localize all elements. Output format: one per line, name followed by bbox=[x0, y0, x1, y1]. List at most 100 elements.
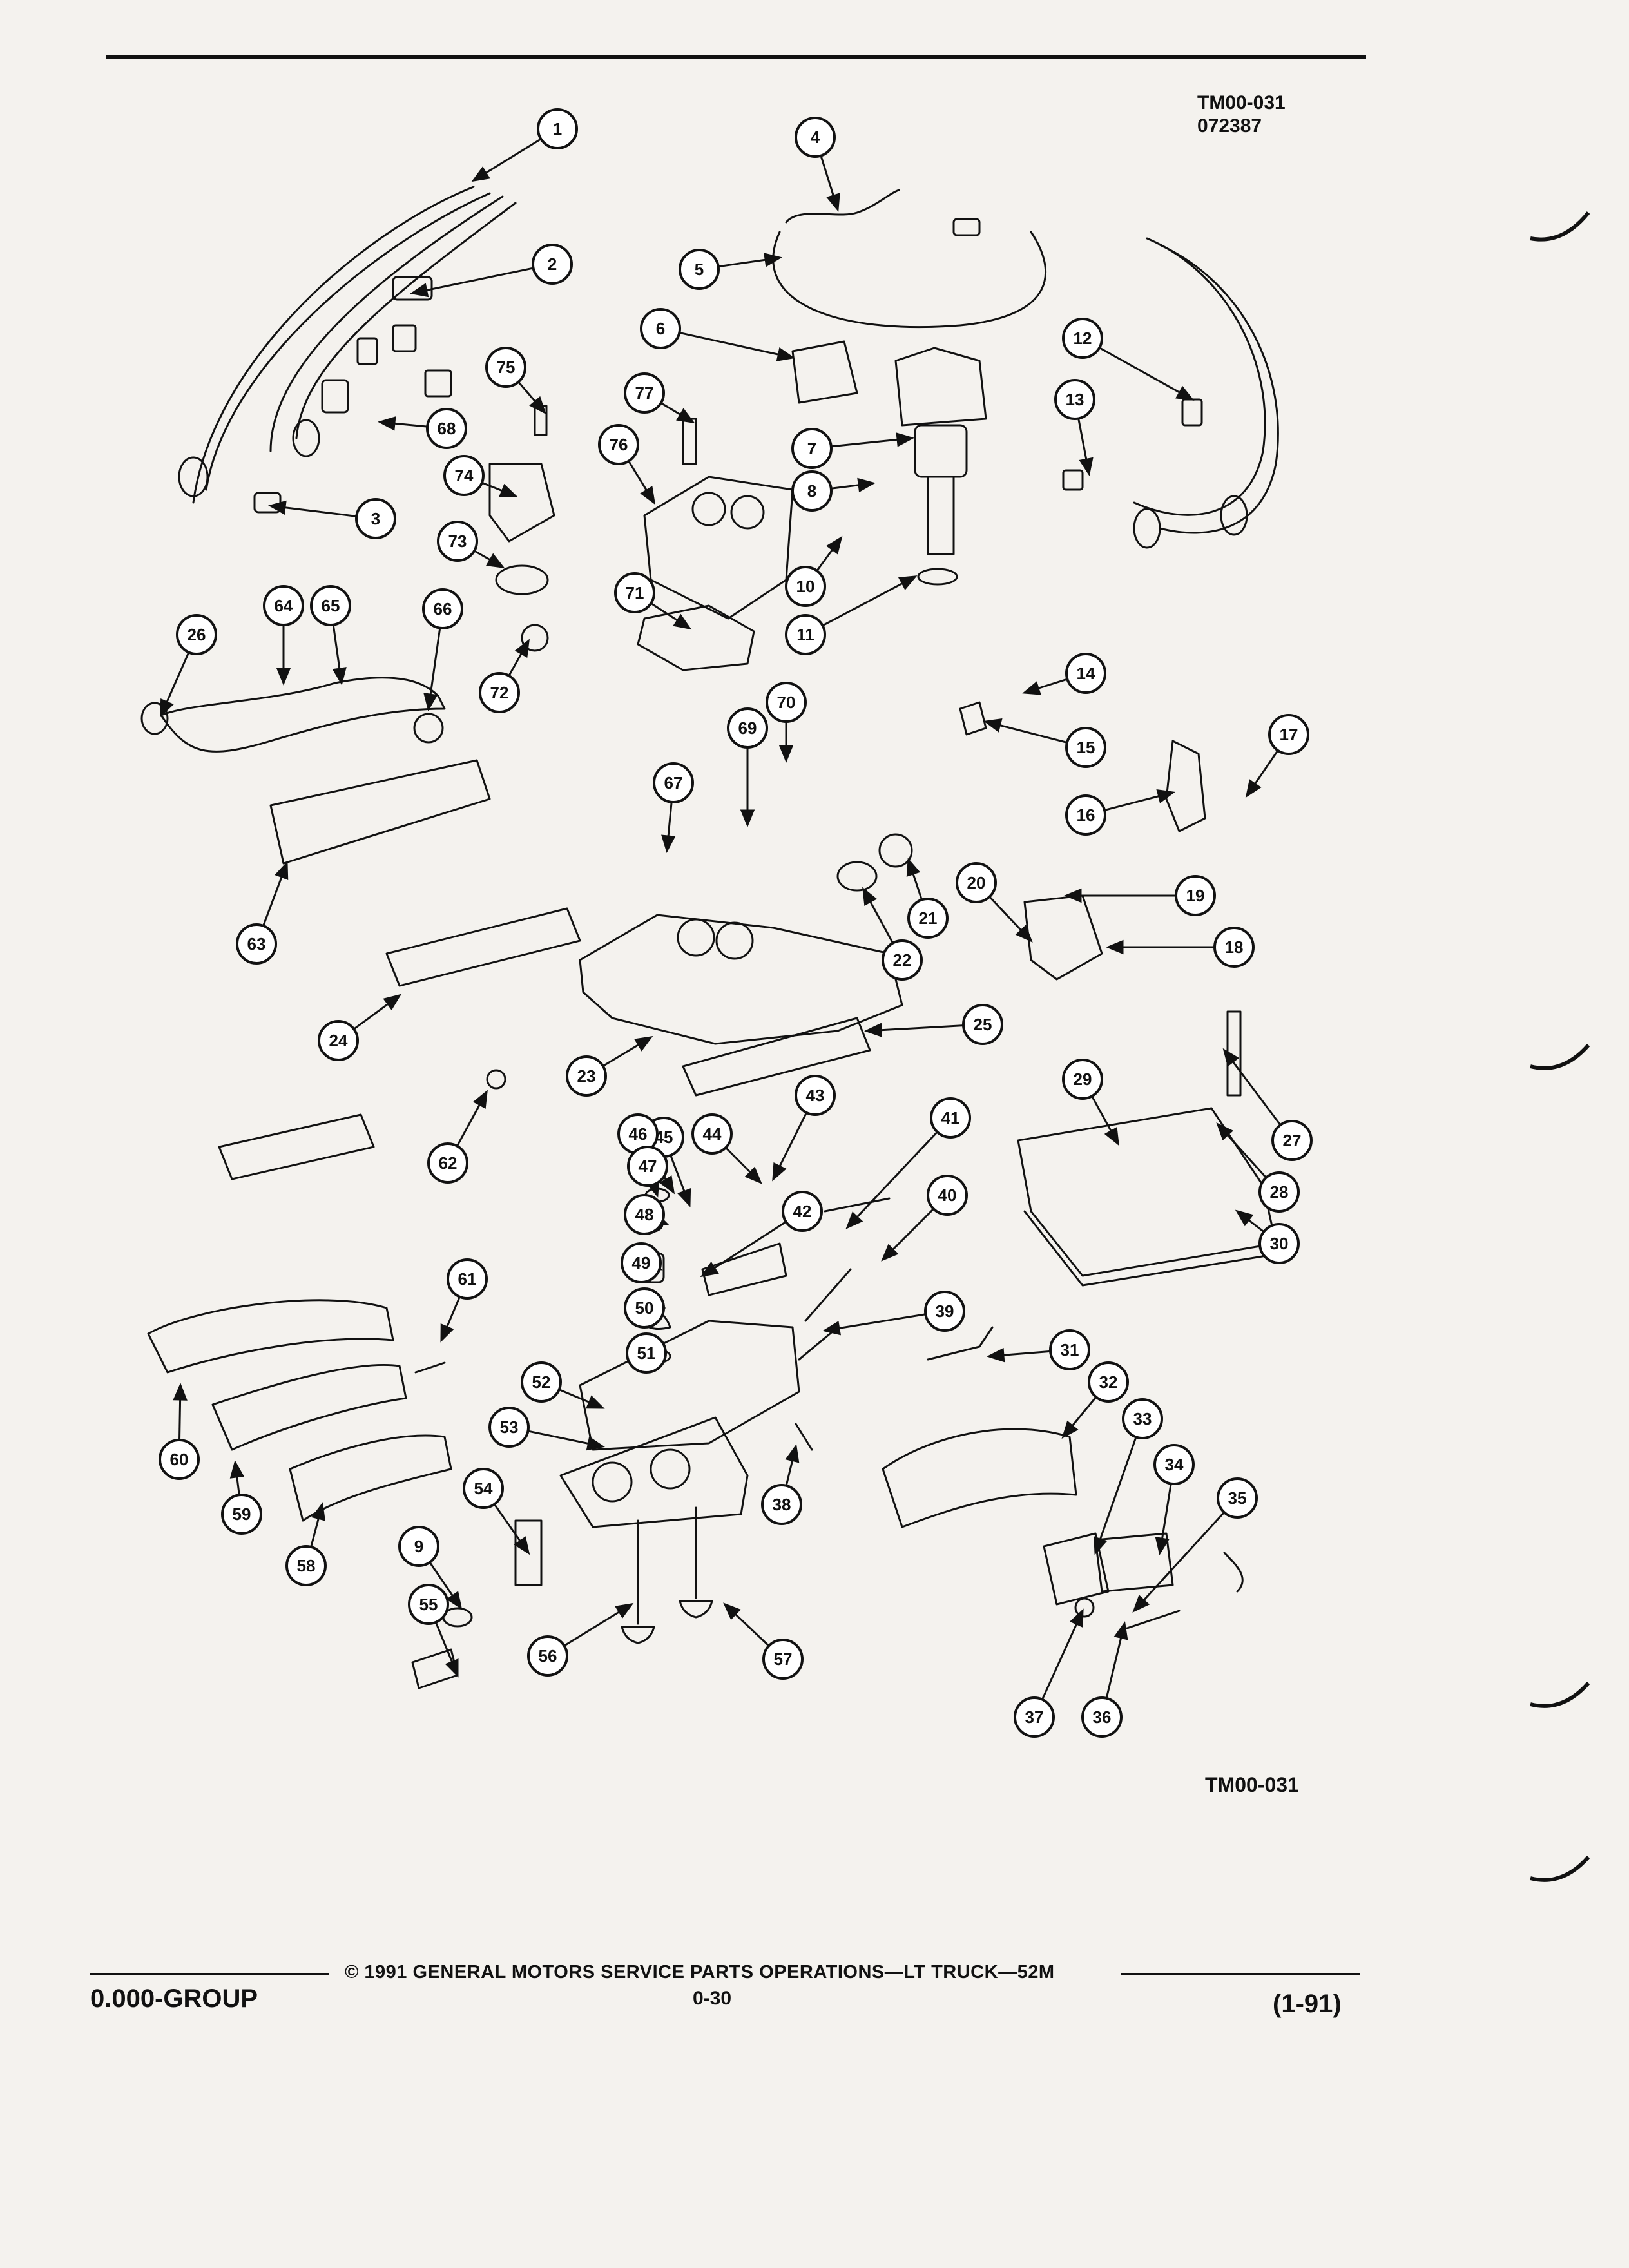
leader-arrow-21 bbox=[906, 858, 921, 877]
callout-number: 39 bbox=[936, 1302, 954, 1321]
callout-number: 57 bbox=[774, 1649, 793, 1669]
distributor-body bbox=[914, 424, 968, 478]
callout-circle bbox=[1217, 1477, 1258, 1519]
callout-36: 36 bbox=[1081, 1696, 1123, 1738]
callout-number: 15 bbox=[1077, 738, 1095, 757]
callout-7: 7 bbox=[791, 428, 833, 469]
callout-9: 9 bbox=[398, 1526, 439, 1567]
callout-44: 44 bbox=[691, 1113, 733, 1155]
leader-arrow-17 bbox=[1245, 779, 1262, 798]
leader-arrow-54 bbox=[514, 1536, 530, 1555]
callout-number: 20 bbox=[967, 873, 986, 892]
callout-number: 36 bbox=[1093, 1707, 1112, 1727]
leader-line-12 bbox=[1099, 347, 1193, 401]
callout-number: 16 bbox=[1077, 805, 1095, 825]
callout-42: 42 bbox=[782, 1191, 823, 1232]
ignition-coil bbox=[791, 340, 858, 404]
callout-number: 5 bbox=[695, 260, 704, 279]
exhaust-manifold-31 bbox=[882, 1428, 1077, 1528]
leader-arrow-53 bbox=[586, 1436, 605, 1451]
intake-gasket-right bbox=[682, 1017, 871, 1097]
exhaust-manifold-59 bbox=[147, 1299, 394, 1374]
callout-number: 37 bbox=[1025, 1707, 1044, 1727]
top-rule bbox=[106, 55, 1366, 59]
leader-arrow-24 bbox=[383, 994, 402, 1010]
leader-arrow-65 bbox=[332, 667, 347, 686]
callout-circle bbox=[927, 1175, 968, 1216]
callout-number: 53 bbox=[500, 1418, 519, 1437]
callout-circle bbox=[640, 308, 681, 349]
callout-11: 11 bbox=[785, 614, 826, 655]
exhaust-manifold-57 bbox=[289, 1434, 452, 1522]
binder-mark-3 bbox=[1530, 1682, 1590, 1708]
callout-number: 27 bbox=[1283, 1131, 1302, 1150]
footer-rule-right bbox=[1121, 1973, 1360, 1975]
callout-number: 64 bbox=[275, 596, 293, 615]
callout-74: 74 bbox=[443, 455, 485, 496]
throttle-bore bbox=[730, 495, 765, 530]
callout-number: 34 bbox=[1165, 1455, 1184, 1474]
footer-revision: (1-91) bbox=[1273, 1990, 1342, 2018]
right-wire-boot bbox=[1133, 508, 1161, 549]
callout-number: 56 bbox=[539, 1646, 557, 1666]
callout-circle bbox=[1065, 653, 1106, 694]
callout-22: 22 bbox=[882, 939, 923, 981]
callout-56: 56 bbox=[527, 1635, 568, 1677]
callout-number: 44 bbox=[703, 1124, 722, 1144]
callout-number: 62 bbox=[439, 1153, 458, 1173]
leader-arrow-71 bbox=[673, 613, 692, 630]
callout-number: 35 bbox=[1228, 1488, 1247, 1508]
callout-circle bbox=[795, 1075, 836, 1116]
fuel-fitting bbox=[413, 713, 444, 744]
callout-53: 53 bbox=[488, 1407, 530, 1448]
callout-number: 2 bbox=[548, 255, 557, 274]
wire-clip bbox=[356, 337, 378, 365]
callout-number: 47 bbox=[639, 1157, 657, 1176]
callout-67: 67 bbox=[653, 762, 694, 803]
callout-circle bbox=[1088, 1361, 1129, 1403]
callout-46: 46 bbox=[617, 1113, 659, 1155]
callout-circle bbox=[882, 939, 923, 981]
leader-arrow-75 bbox=[529, 396, 546, 415]
callout-circle bbox=[1065, 794, 1106, 836]
callout-number: 14 bbox=[1077, 664, 1095, 683]
callout-43: 43 bbox=[795, 1075, 836, 1116]
leader-arrow-9 bbox=[446, 1591, 463, 1610]
thermostat bbox=[521, 624, 549, 652]
callout-55: 55 bbox=[408, 1584, 449, 1625]
egr-valve bbox=[878, 833, 913, 868]
leader-arrow-19 bbox=[1064, 888, 1082, 903]
stud-40 bbox=[824, 1197, 891, 1213]
callout-circle bbox=[1062, 1059, 1103, 1100]
leader-arrow-72 bbox=[514, 639, 530, 658]
fuel-fitting bbox=[140, 702, 169, 735]
valve-cover bbox=[1017, 1107, 1277, 1277]
right-wire-harness-2 bbox=[1159, 244, 1279, 534]
callout-number: 8 bbox=[807, 481, 816, 501]
callout-circle bbox=[785, 566, 826, 607]
leader-line-33 bbox=[1094, 1436, 1137, 1553]
callout-32: 32 bbox=[1088, 1361, 1129, 1403]
leader-arrow-42 bbox=[700, 1261, 719, 1278]
manifold-port bbox=[715, 921, 754, 960]
callout-26: 26 bbox=[176, 614, 217, 655]
callout-number: 43 bbox=[806, 1086, 825, 1105]
wire-boot bbox=[292, 419, 320, 457]
leader-arrow-15 bbox=[983, 718, 1003, 733]
callout-circle bbox=[355, 498, 396, 539]
callout-73: 73 bbox=[437, 521, 478, 562]
figure-date: 072387 bbox=[1197, 115, 1262, 137]
leader-arrow-22 bbox=[862, 887, 878, 907]
coil-wire bbox=[772, 231, 1047, 329]
leader-arrow-25 bbox=[864, 1023, 883, 1037]
fuel-rail bbox=[160, 677, 446, 753]
rocker-assembly bbox=[701, 1242, 787, 1296]
callout-39: 39 bbox=[924, 1291, 965, 1332]
callout-60: 60 bbox=[159, 1439, 200, 1480]
callout-circle bbox=[398, 1526, 439, 1567]
leader-arrow-57 bbox=[723, 1602, 741, 1620]
callout-62: 62 bbox=[427, 1142, 468, 1184]
leader-arrow-2 bbox=[410, 283, 429, 298]
exhaust-manifold-58 bbox=[211, 1363, 407, 1451]
leader-arrow-45 bbox=[677, 1188, 691, 1207]
